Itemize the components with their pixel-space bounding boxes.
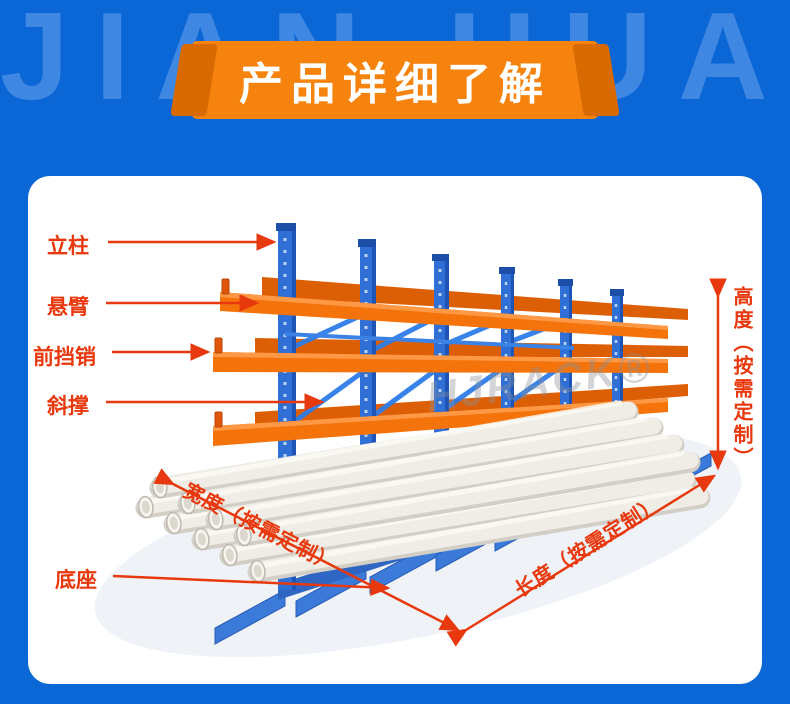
front-stop-pins (214, 278, 230, 428)
column (558, 279, 573, 497)
part-label-cantilever-arm: 悬臂 (47, 296, 89, 319)
title-banner: 产品详细了解 (192, 41, 598, 119)
dimension-height-label: 高度（按需定制） (730, 286, 752, 470)
part-label-diagonal-brace: 斜撑 (47, 395, 89, 418)
product-card: 立柱 悬臂 前挡销 斜撑 底座 高度（按需定制） 宽度（按需定制） 长度（按需定… (28, 176, 762, 684)
dimension-lines (153, 278, 727, 647)
rack-front-rails (213, 292, 668, 446)
column (610, 289, 624, 480)
part-label-front-stop-pin: 前挡销 (33, 346, 96, 369)
part-label-base: 底座 (55, 569, 97, 592)
cantilever-rack-illustration (94, 223, 742, 658)
page-title: 产品详细了解 (239, 60, 551, 109)
column (432, 254, 449, 539)
part-label-upright: 立柱 (47, 235, 89, 258)
